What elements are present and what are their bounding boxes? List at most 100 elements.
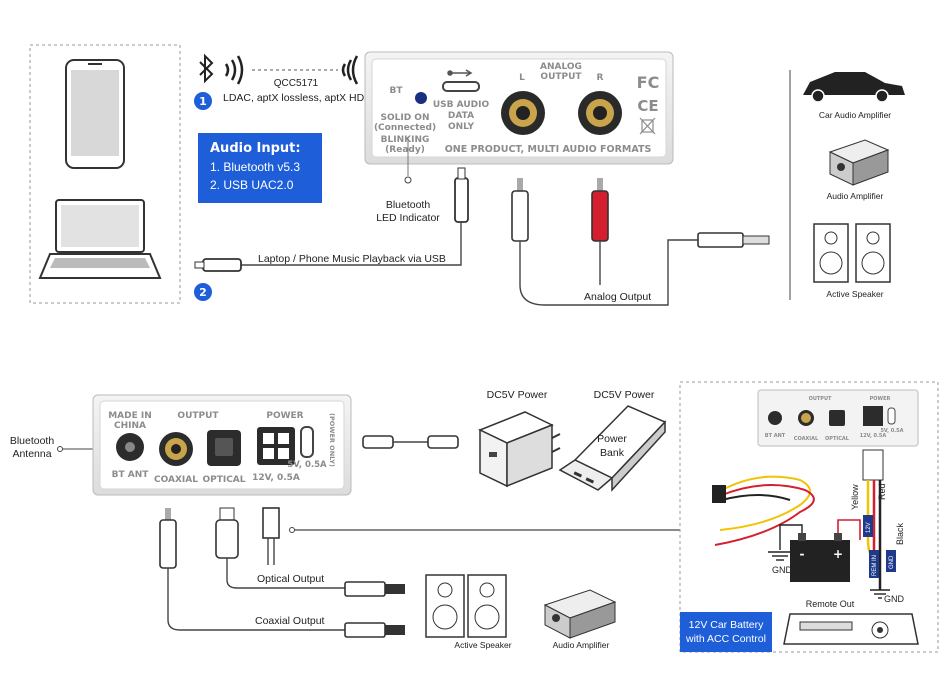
audio-input-item-1: 1. Bluetooth v5.3: [210, 160, 300, 174]
amplifier-icon: [828, 139, 890, 186]
rca-jack-left: [501, 91, 545, 135]
audio-amplifier-label: Audio Amplifier: [827, 191, 884, 201]
car-wiring-frame: [679, 381, 939, 653]
mini-5v-label: 5V, 0.5A: [880, 428, 903, 434]
ground-icon-left: [768, 551, 792, 561]
analog-cable: [519, 239, 700, 306]
power-bank-text-2: Bank: [600, 447, 625, 459]
mini-12v-label: 12V, 0.5A: [860, 433, 887, 439]
mini-usb-port: [887, 407, 896, 425]
aux-plug: [697, 232, 770, 248]
audio-input-item-2: 2. USB UAC2.0: [210, 178, 294, 192]
coaxial-cable: [167, 568, 345, 631]
left-channel-label: L: [519, 73, 525, 83]
signal-waves-icon: [224, 55, 359, 85]
solid-on-label: SOLID ON: [380, 113, 429, 123]
bt-antenna-port: [116, 433, 144, 461]
only-label: ONLY: [448, 122, 475, 132]
head-unit-icon: [783, 613, 919, 645]
panel-footer: ONE PRODUCT, MULTI AUDIO FORMATS: [445, 144, 652, 155]
power-bank-text-1: Power: [597, 433, 627, 445]
rca-plug-white: [511, 178, 529, 242]
car-audio-label: Car Audio Amplifier: [819, 110, 891, 120]
step-1-badge: [194, 92, 212, 110]
battery-minus: -: [800, 547, 805, 561]
mini-output-label: OUTPUT: [809, 396, 832, 402]
coaxial-label: COAXIAL: [154, 475, 198, 485]
audio-input-title: Audio Input:: [210, 141, 301, 156]
usb-icon: [447, 69, 473, 77]
power-harness-plug: [262, 507, 280, 565]
fc-mark: FC: [637, 73, 660, 92]
analog-output-label: Analog Output: [584, 291, 651, 303]
china-label: CHINA: [114, 421, 146, 431]
usb-c-power-port: [300, 426, 314, 458]
car-battery-icon: [790, 533, 850, 582]
bt-antenna-label-1: Bluetooth: [10, 435, 55, 447]
source-devices-frame: [29, 44, 181, 304]
battery-negative-wire: [779, 524, 803, 550]
mini-bt-label: BT ANT: [765, 433, 786, 439]
power-4pin-port: [257, 427, 295, 465]
coaxial-output-label: Coaxial Output: [255, 615, 325, 627]
rca-jack-right: [578, 91, 622, 135]
optical-plug: [215, 507, 239, 559]
step-2-number: 2: [199, 286, 207, 299]
red-label: Red: [877, 483, 887, 500]
analog-output-panel-label: OUTPUT: [540, 72, 582, 82]
output-panel-label: OUTPUT: [177, 411, 219, 421]
spec-12v-label: 12V, 0.5A: [252, 473, 300, 483]
yellow-label: Yellow: [850, 484, 860, 510]
optical-output-label: Optical Output: [257, 573, 324, 585]
car-icon: [803, 72, 905, 103]
usb-path-label: Laptop / Phone Music Playback via USB: [258, 253, 446, 265]
laptop-icon: [38, 199, 162, 279]
usb-c-plug-laptop: [194, 258, 242, 272]
led-callout-dot: [404, 176, 412, 184]
mini-bt-port: [768, 411, 782, 425]
battery-plus: +: [833, 547, 843, 561]
mini-optical-label: OPTICAL: [825, 436, 850, 442]
rca-plug-red: [591, 178, 609, 242]
mini-power-label: POWER: [870, 396, 891, 402]
usb-cable: [240, 222, 462, 266]
tag-rem: [869, 550, 879, 578]
codec-chip-label: QCC5171: [274, 78, 319, 89]
gnd-left-label: GND: [772, 565, 793, 575]
bluetooth-icon: [199, 53, 214, 84]
gnd-right-label: GND: [884, 594, 905, 604]
callout-line-1: 12V Car Battery: [689, 619, 764, 631]
coaxial-output-plug: [344, 622, 405, 638]
active-speaker-label: Active Speaker: [826, 289, 883, 299]
tag-gnd: [886, 550, 896, 572]
harness-connector: [862, 449, 884, 481]
codec-list: LDAC, aptX lossless, aptX HD: [223, 92, 365, 104]
optical-cable: [226, 558, 345, 589]
dc5v-adapter-label: DC5V Power: [487, 389, 548, 401]
power-bank-title: DC5V Power: [594, 389, 655, 401]
connected-label: (Connected): [374, 123, 436, 133]
bt-antenna-label-2: Antenna: [12, 448, 51, 460]
usb-c-plug: [454, 167, 469, 223]
mini-power-port: [863, 406, 883, 426]
step-2-badge: [194, 283, 212, 301]
black-label: Black: [895, 522, 905, 545]
tag-12v-text: 12V: [866, 522, 872, 533]
bt-indicator-label-2: LED Indicator: [376, 212, 440, 224]
right-channel-label: R: [597, 73, 604, 83]
mini-optical-port: [829, 410, 845, 426]
spec-5v-label: 5V, 0.5A: [287, 460, 327, 470]
bottom-audio-amplifier-label: Audio Amplifier: [553, 640, 610, 650]
phone-icon: [65, 59, 125, 169]
bottom-amplifier-icon: [543, 589, 617, 639]
optical-output-plug: [344, 581, 405, 597]
ready-label: (Ready): [385, 145, 425, 155]
loose-harness-icon: [712, 475, 815, 546]
usb-audio-label: USB AUDIO: [433, 100, 490, 110]
callout-line-2: with ACC Control: [685, 633, 766, 645]
coaxial-rca-plug: [159, 508, 177, 569]
power-adapter-icon: [478, 411, 561, 488]
tag-gnd-text: GND: [889, 555, 895, 569]
step-1-number: 1: [199, 95, 207, 108]
usb-c-cable-bottom: [362, 435, 459, 449]
